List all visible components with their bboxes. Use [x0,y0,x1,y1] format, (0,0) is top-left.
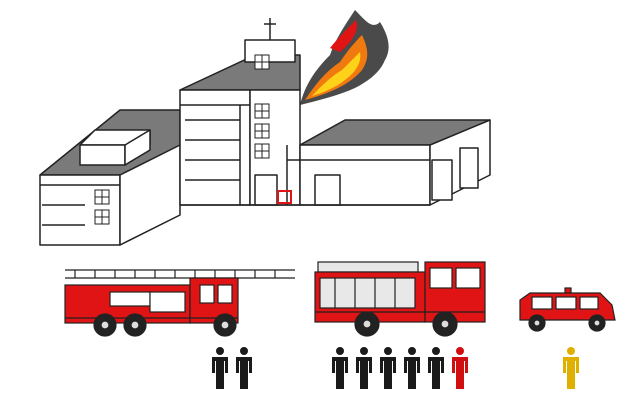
crew-member-icon [452,347,468,389]
building-windows [94,54,270,225]
building [39,18,491,246]
fire-engine [314,261,486,337]
crew-member-icon [404,347,420,389]
fire-alarm-box [277,190,292,204]
crew-member-icon [332,347,348,389]
crew-member-icon [428,347,444,389]
command-car [519,287,616,332]
crew-member-icon [563,347,579,389]
crew-member-icon [212,347,228,389]
turntable-ladder-truck [64,269,295,337]
crew-figures [212,347,579,389]
fire-icon [300,10,389,105]
crew-member-icon [356,347,372,389]
crew-member-icon [380,347,396,389]
aerial-ladder [65,269,295,279]
crew-member-icon [236,347,252,389]
